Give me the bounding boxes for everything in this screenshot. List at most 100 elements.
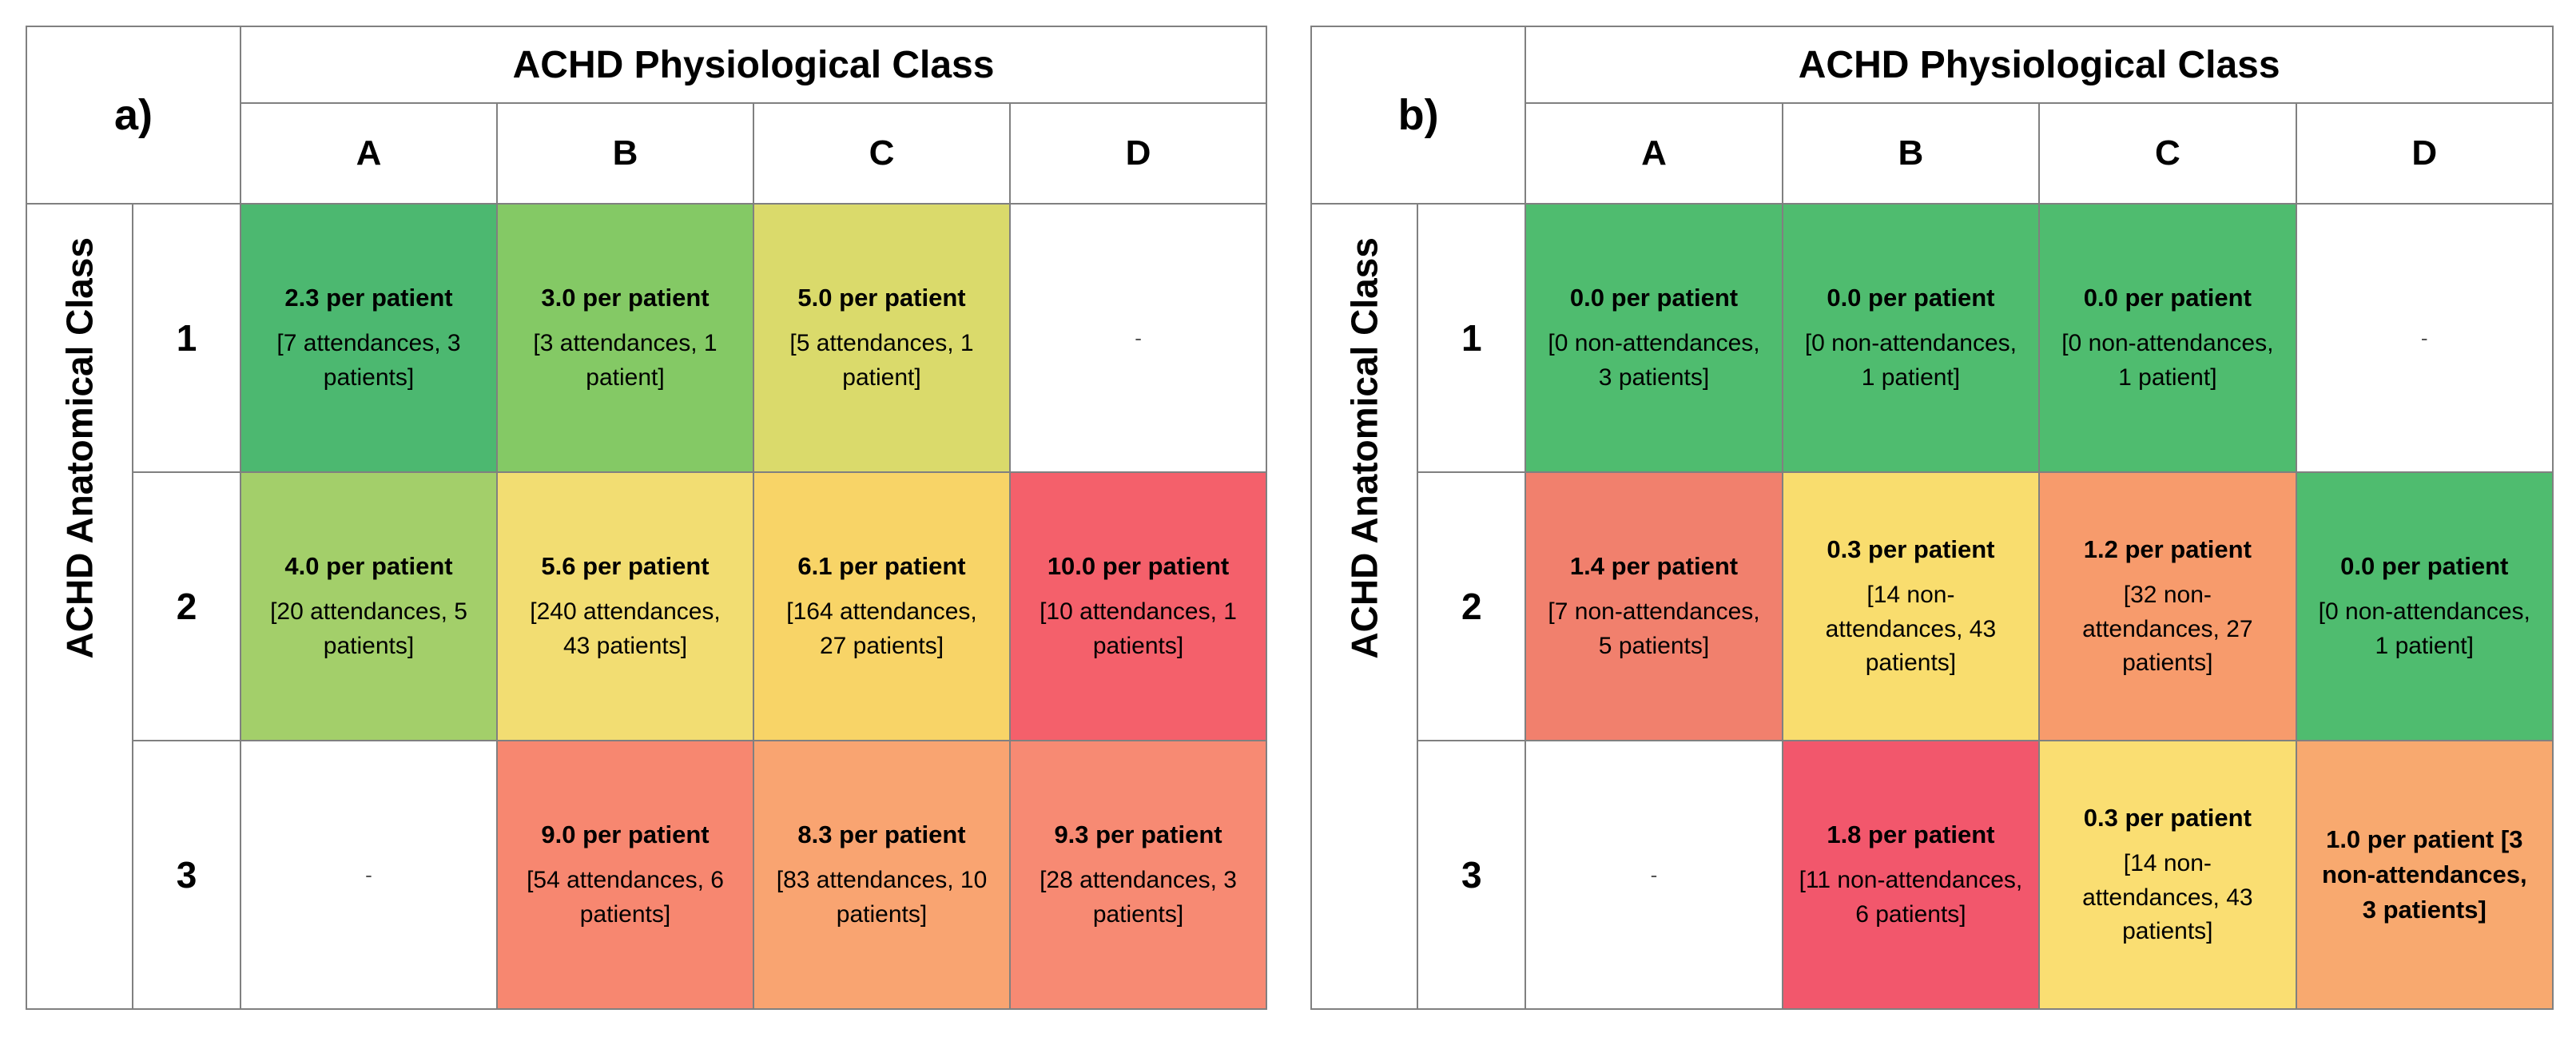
cell-rate: 1.4 per patient bbox=[1569, 552, 1739, 581]
cell-content: 0.0 per patient[0 non-attendances, 3 pat… bbox=[1526, 280, 1781, 395]
column-header-a-D: D bbox=[1009, 102, 1268, 205]
cell-content: 0.0 per patient [0 non-attendances, 1 pat… bbox=[2297, 549, 2552, 663]
row-header-b-1: 1 bbox=[1417, 203, 1527, 473]
cell-content: 3.0 per patient[3 attendances, 1 patient… bbox=[498, 280, 753, 395]
empty-cell-marker: - bbox=[2420, 325, 2428, 350]
cell-content: 2.3 per patient[7 attendances, 3 patient… bbox=[241, 280, 496, 395]
cell-content: 5.6 per patient [240 attendances, 43 pati… bbox=[498, 549, 753, 663]
column-header-b-B: B bbox=[1781, 102, 2041, 205]
cell-b-3D: 1.0 per patient [3 non-attendances, 3 pa… bbox=[2295, 740, 2554, 1010]
cell-rate: 10.0 per patient bbox=[1047, 552, 1230, 581]
cell-rate: 5.6 per patient bbox=[541, 552, 710, 581]
empty-cell-marker: - bbox=[365, 862, 372, 887]
cell-detail: [0 non-attendances, 1 patient] bbox=[2318, 598, 2530, 659]
cell-b-1A: 0.0 per patient[0 non-attendances, 3 pat… bbox=[1525, 203, 1783, 473]
cell-content: 0.3 per patient[14 non-attendances, 43 p… bbox=[1783, 532, 2038, 681]
column-header-b-A: A bbox=[1525, 102, 1783, 205]
column-header-b-D: D bbox=[2295, 102, 2554, 205]
row-header-b-3: 3 bbox=[1417, 740, 1527, 1010]
column-header-b-C: C bbox=[2038, 102, 2297, 205]
cell-a-3D: 9.3 per patient [28 attendances, 3 patien… bbox=[1009, 740, 1268, 1010]
cell-content: 5.0 per patient[5 attendances, 1 patient… bbox=[754, 280, 1009, 395]
cell-rate: 0.0 per patient bbox=[2083, 284, 2252, 312]
cell-detail: [28 attendances, 3 patients] bbox=[1040, 867, 1237, 928]
cell-b-2A: 1.4 per patient [7 non-attendances, 5 pat… bbox=[1525, 471, 1783, 741]
panel-label-a: a) bbox=[25, 26, 242, 205]
empty-cell-marker: - bbox=[1135, 325, 1142, 350]
row-group-title-a: ACHD Anatomical Class bbox=[58, 237, 101, 659]
row-header-a-1: 1 bbox=[131, 203, 242, 473]
cell-rate: 9.0 per patient bbox=[541, 821, 710, 849]
cell-rate: 6.1 per patient bbox=[797, 552, 966, 581]
cell-b-2B: 0.3 per patient[14 non-attendances, 43 p… bbox=[1781, 471, 2041, 741]
cell-b-3A: - bbox=[1525, 740, 1783, 1010]
cell-rate: 1.2 per patient bbox=[2083, 535, 2252, 564]
cell-content: 1.0 per patient [3 non-attendances, 3 pa… bbox=[2297, 822, 2552, 928]
cell-content: 4.0 per patient [20 attendances, 5 patien… bbox=[241, 549, 496, 663]
cell-rate: 0.0 per patient bbox=[2340, 552, 2509, 581]
cell-rate: 9.3 per patient bbox=[1054, 821, 1222, 849]
cell-a-2A: 4.0 per patient [20 attendances, 5 patien… bbox=[240, 471, 499, 741]
cell-detail: [83 attendances, 10 patients] bbox=[776, 867, 988, 928]
cell-content: 9.0 per patient [54 attendances, 6 patien… bbox=[498, 817, 753, 932]
cell-a-1A: 2.3 per patient[7 attendances, 3 patient… bbox=[240, 203, 499, 473]
cell-rate: 0.3 per patient bbox=[2083, 804, 2252, 832]
column-header-a-A: A bbox=[240, 102, 499, 205]
cell-a-3A: - bbox=[240, 740, 499, 1010]
cell-content: 0.0 per patient[0 non-attendances, 1 pat… bbox=[2040, 280, 2295, 395]
panel-b: b) ACHD Physiological Class A B C D ACHD… bbox=[1310, 26, 2554, 1010]
cell-b-2C: 1.2 per patient [32 non-attendances, 27 p… bbox=[2038, 471, 2297, 741]
row-group-title-b-cell: ACHD Anatomical Class bbox=[1310, 203, 1419, 1010]
cell-detail: [10 attendances, 1 patients] bbox=[1040, 598, 1237, 659]
cell-rate: 0.0 per patient bbox=[1827, 284, 1995, 312]
cell-detail: [32 non-attendances, 27 patients] bbox=[2082, 582, 2253, 677]
empty-cell-marker: - bbox=[1650, 862, 1658, 887]
cell-rate: 0.0 per patient bbox=[1569, 284, 1739, 312]
cell-b-2D: 0.0 per patient [0 non-attendances, 1 pat… bbox=[2295, 471, 2554, 741]
matrix-table-a: a) ACHD Physiological Class A B C D ACHD… bbox=[25, 26, 1268, 1010]
cell-detail: [7 attendances, 3 patients] bbox=[276, 330, 461, 391]
column-group-title-b: ACHD Physiological Class bbox=[1525, 26, 2554, 104]
cell-a-2C: 6.1 per patient [164 attendances, 27 pati… bbox=[753, 471, 1012, 741]
cell-rate: 8.3 per patient bbox=[797, 821, 966, 849]
cell-detail: [20 attendances, 5 patients] bbox=[270, 598, 467, 659]
cell-b-1C: 0.0 per patient[0 non-attendances, 1 pat… bbox=[2038, 203, 2297, 473]
cell-rate: 3.0 per patient bbox=[541, 284, 710, 312]
cell-a-1C: 5.0 per patient[5 attendances, 1 patient… bbox=[753, 203, 1012, 473]
cell-detail: [164 attendances, 27 patients] bbox=[786, 598, 977, 659]
matrix-table-b: b) ACHD Physiological Class A B C D ACHD… bbox=[1310, 26, 2554, 1010]
cell-content: 6.1 per patient [164 attendances, 27 pati… bbox=[754, 549, 1009, 663]
cell-content: 1.2 per patient [32 non-attendances, 27 p… bbox=[2040, 532, 2295, 681]
cell-b-3B: 1.8 per patient[11 non-attendances, 6 pa… bbox=[1781, 740, 2041, 1010]
cell-detail: [14 non-attendances, 43 patients] bbox=[1825, 582, 1997, 677]
cell-b-3C: 0.3 per patient[14 non-attendances, 43 p… bbox=[2038, 740, 2297, 1010]
cell-a-3B: 9.0 per patient [54 attendances, 6 patien… bbox=[496, 740, 755, 1010]
row-header-a-2: 2 bbox=[131, 471, 242, 741]
row-header-b-2: 2 bbox=[1417, 471, 1527, 741]
row-header-a-3: 3 bbox=[131, 740, 242, 1010]
column-header-a-B: B bbox=[496, 102, 755, 205]
panel-a: a) ACHD Physiological Class A B C D ACHD… bbox=[25, 26, 1268, 1010]
cell-content: 1.8 per patient[11 non-attendances, 6 pa… bbox=[1783, 817, 2038, 932]
cell-detail: [7 non-attendances, 5 patients] bbox=[1548, 598, 1760, 659]
column-header-a-C: C bbox=[753, 102, 1012, 205]
cell-a-2B: 5.6 per patient [240 attendances, 43 pati… bbox=[496, 471, 755, 741]
row-group-title-b: ACHD Anatomical Class bbox=[1343, 237, 1385, 659]
cell-detail: [240 attendances, 43 patients] bbox=[530, 598, 721, 659]
cell-rate: 4.0 per patient bbox=[284, 552, 453, 581]
cell-detail: [5 attendances, 1 patient] bbox=[789, 330, 974, 391]
cell-content: 8.3 per patient [83 attendances, 10 patie… bbox=[754, 817, 1009, 932]
cell-a-1D: - bbox=[1009, 203, 1268, 473]
cell-content: 0.3 per patient[14 non-attendances, 43 p… bbox=[2040, 801, 2295, 949]
cell-content: 0.0 per patient[0 non-attendances, 1 pat… bbox=[1783, 280, 2038, 395]
cell-rate: 1.0 per patient [3 non-attendances, 3 pa… bbox=[2321, 824, 2527, 924]
cell-b-1B: 0.0 per patient[0 non-attendances, 1 pat… bbox=[1781, 203, 2041, 473]
panel-label-b: b) bbox=[1310, 26, 1527, 205]
cell-content: 9.3 per patient [28 attendances, 3 patien… bbox=[1011, 817, 1266, 932]
cell-content: 1.4 per patient [7 non-attendances, 5 pat… bbox=[1526, 549, 1781, 663]
cell-b-1D: - bbox=[2295, 203, 2554, 473]
cell-a-3C: 8.3 per patient [83 attendances, 10 patie… bbox=[753, 740, 1012, 1010]
cell-a-1B: 3.0 per patient[3 attendances, 1 patient… bbox=[496, 203, 755, 473]
cell-detail: [54 attendances, 6 patients] bbox=[527, 867, 724, 928]
